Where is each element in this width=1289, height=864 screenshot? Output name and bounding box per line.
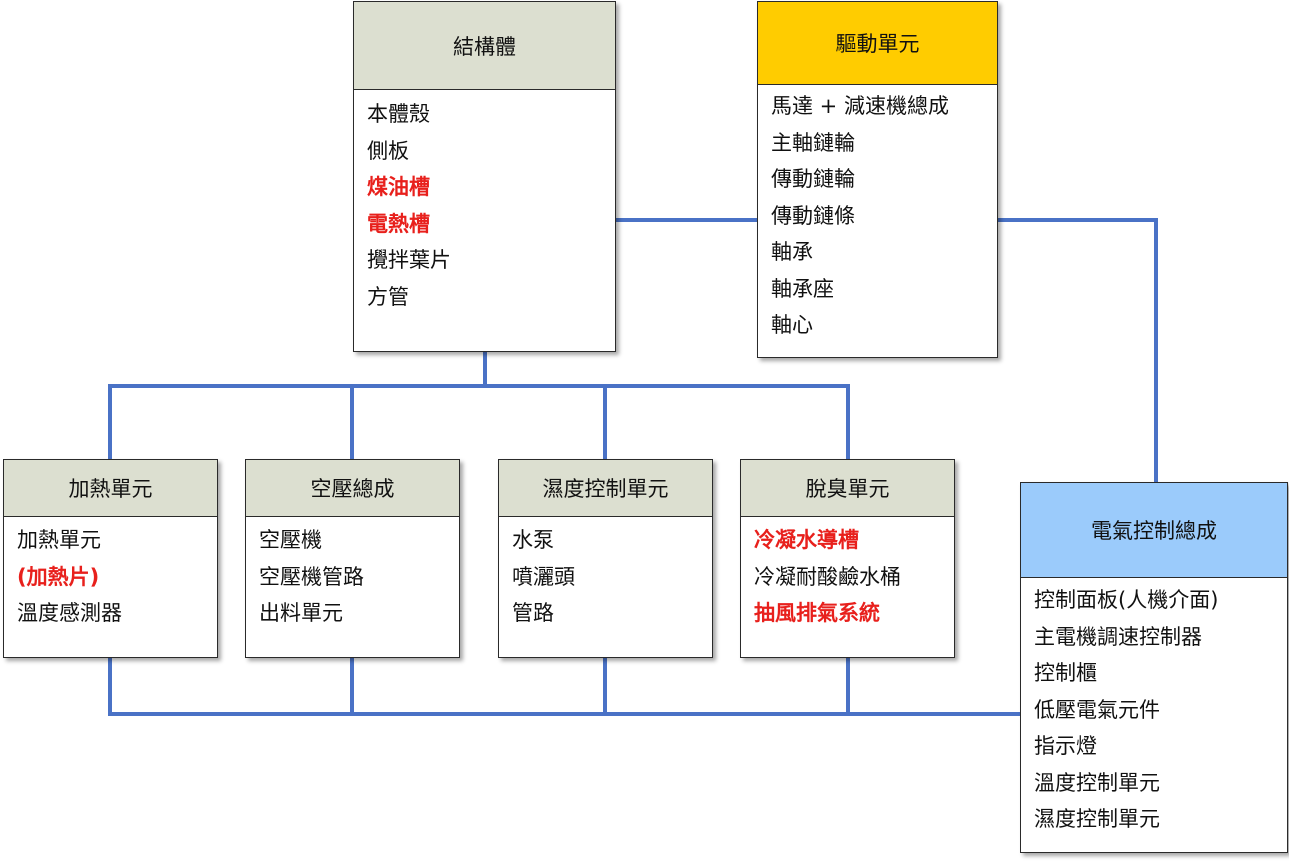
deodor-item: 冷凝水導槽 [754, 528, 859, 552]
heating-item: 溫度感測器 [17, 601, 122, 625]
drive-item: 傳動鏈輪 [771, 167, 855, 191]
deodor-item: 抽風排氣系統 [754, 601, 880, 625]
box-drive-title: 驅動單元 [758, 2, 997, 85]
air-item: 空壓機 [259, 528, 322, 552]
box-electric-items: 控制面板(人機介面) 主電機調速控制器控制櫃低壓電氣元件指示燈溫度控制單元濕度控制… [1021, 578, 1287, 838]
electric-item: 控制櫃 [1034, 661, 1097, 685]
box-heating-items: 加熱單元 (加熱片) 溫度感測器 [4, 517, 217, 632]
structure-item: 本體殼 [367, 102, 430, 126]
box-electric-title: 電氣控制總成 [1021, 483, 1287, 578]
drive-item: 馬達 + 減速機總成 [771, 94, 949, 118]
box-air-title: 空壓總成 [246, 460, 459, 517]
box-heating: 加熱單元 加熱單元 (加熱片) 溫度感測器 [3, 459, 218, 658]
drive-item: 傳動鏈條 [771, 203, 855, 228]
humidity-item: 噴灑頭 [512, 564, 575, 589]
box-deodor-title: 脫臭單元 [741, 460, 954, 517]
structure-item: 攪拌葉片 [367, 248, 451, 272]
electric-item: 控制面板(人機介面) [1034, 588, 1219, 612]
structure-item: 方管 [367, 284, 409, 309]
drive-item: 軸承 [771, 240, 813, 264]
air-item: 空壓機管路 [259, 564, 364, 589]
box-structure-items: 本體殼側板煤油槽電熱槽攪拌葉片方管 [354, 90, 615, 315]
electric-item: 溫度控制單元 [1034, 770, 1160, 795]
box-electric: 電氣控制總成 控制面板(人機介面) 主電機調速控制器控制櫃低壓電氣元件指示燈溫度控… [1020, 482, 1288, 853]
electric-item: 濕度控制單元 [1034, 807, 1160, 831]
box-structure: 結構體 本體殼側板煤油槽電熱槽攪拌葉片方管 [353, 1, 616, 352]
box-drive-items: 馬達 + 減速機總成主軸鏈輪傳動鏈輪傳動鏈條軸承軸承座軸心 [758, 85, 997, 344]
box-heating-title: 加熱單元 [4, 460, 217, 517]
box-air-items: 空壓機空壓機管路出料單元 [246, 517, 459, 632]
air-item: 出料單元 [259, 601, 343, 625]
electric-item: 指示燈 [1034, 734, 1097, 758]
drive-item: 軸心 [771, 313, 813, 337]
humidity-item: 管路 [512, 601, 554, 625]
box-humidity: 濕度控制單元 水泵噴灑頭管路 [498, 459, 713, 658]
connector-drive-electric [996, 218, 1158, 484]
structure-item: 側板 [367, 138, 409, 163]
box-structure-title: 結構體 [354, 2, 615, 90]
structure-item: 電熱槽 [367, 211, 430, 236]
box-air: 空壓總成 空壓機空壓機管路出料單元 [245, 459, 460, 658]
drive-item: 主軸鏈輪 [771, 130, 855, 155]
box-humidity-title: 濕度控制單元 [499, 460, 712, 517]
box-deodor-items: 冷凝水導槽冷凝耐酸鹼水桶抽風排氣系統 [741, 517, 954, 632]
box-deodor: 脫臭單元 冷凝水導槽冷凝耐酸鹼水桶抽風排氣系統 [740, 459, 955, 658]
box-drive: 驅動單元 馬達 + 減速機總成主軸鏈輪傳動鏈輪傳動鏈條軸承軸承座軸心 [757, 1, 998, 358]
electric-item: 主電機調速控制器 [1034, 624, 1202, 649]
structure-item: 煤油槽 [367, 175, 430, 199]
box-humidity-items: 水泵噴灑頭管路 [499, 517, 712, 632]
deodor-item: 冷凝耐酸鹼水桶 [754, 564, 901, 589]
heating-item: 加熱單元 [17, 528, 101, 552]
electric-item: 低壓電氣元件 [1034, 697, 1160, 722]
heating-item: (加熱片) [17, 564, 100, 589]
humidity-item: 水泵 [512, 528, 554, 552]
drive-item: 軸承座 [771, 276, 834, 301]
